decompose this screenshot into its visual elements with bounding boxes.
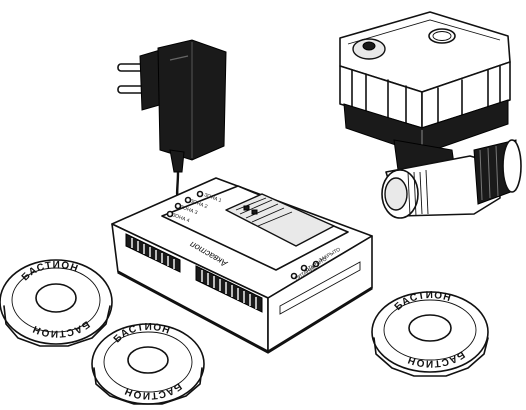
water-leak-sensor: БАСТИОН БАСТИОН	[371, 290, 489, 377]
control-module: ЗОНА 1 ЗОНА 2 ЗОНА 3 ЗОНА 4 ЗАКРЫТО ОТКР…	[111, 177, 373, 354]
zone-label: ЗОНА 2	[189, 198, 208, 210]
zone-label: ЗОНА 4	[171, 212, 190, 224]
water-leak-sensor: БАСТИОН БАСТИОН	[0, 259, 113, 347]
power-adapter	[117, 39, 227, 201]
motorized-valve	[339, 11, 522, 219]
terminal-block-left	[125, 233, 263, 313]
zone-label: ЗОНА 3	[179, 204, 198, 216]
water-leak-sensor: БАСТИОН БАСТИОН	[91, 322, 205, 405]
zone-label: ЗОНА 1	[203, 192, 222, 204]
